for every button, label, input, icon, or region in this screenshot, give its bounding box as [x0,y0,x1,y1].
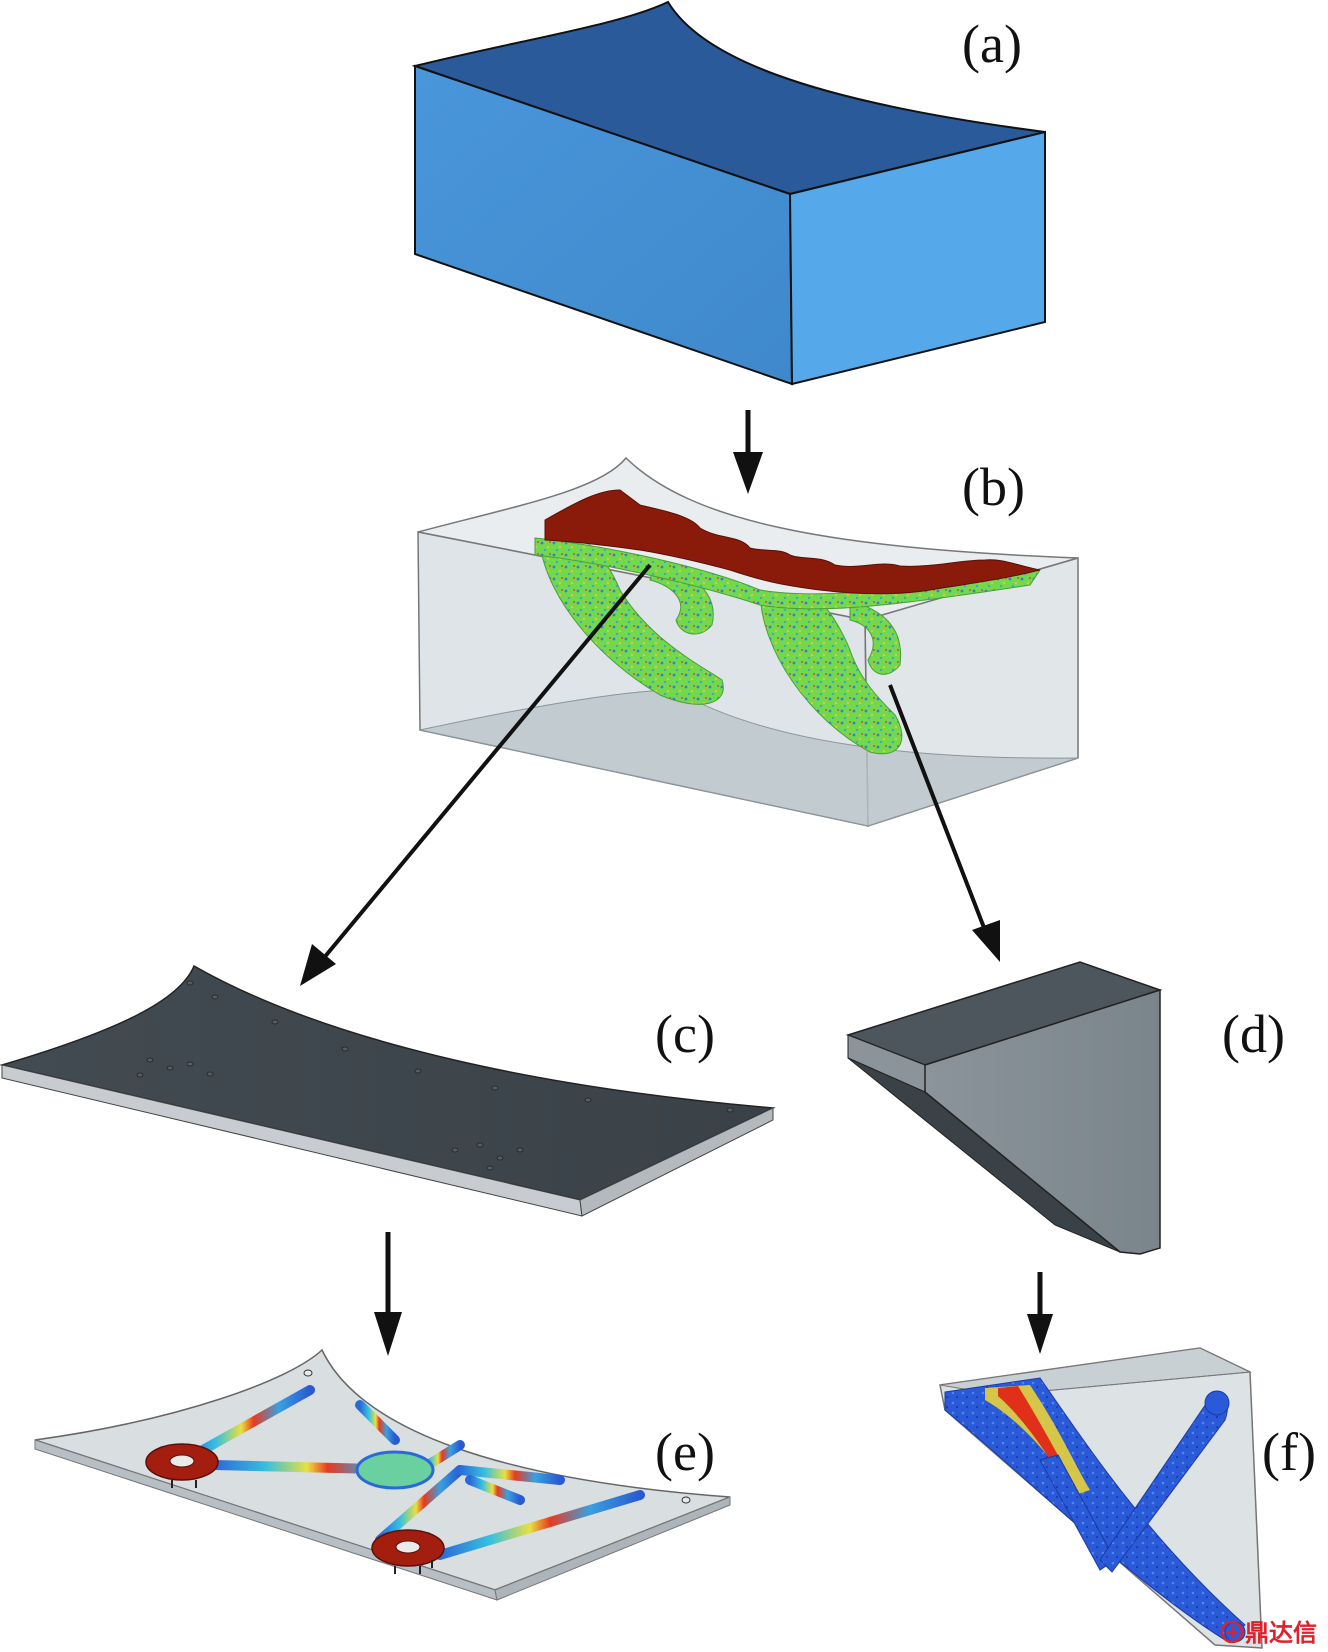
label-c: (c) [655,1004,715,1064]
plate-e-corner-holes [303,1369,691,1504]
topology-leg-left [539,544,724,705]
block-a-top-face [411,0,1046,196]
label-e: (e) [655,1422,715,1482]
watermark: 鼎达信 [1220,1619,1317,1647]
plate-e [34,1348,731,1601]
plate-c [0,964,776,1217]
plate-c-side-edge [579,1107,774,1217]
arrow-icon [1027,1314,1053,1354]
arrow-icon [374,1312,402,1356]
wedge-f-inner-edge-2 [1249,1371,1263,1649]
label-a: (a) [962,14,1022,74]
watermark-text: 鼎达信 [1245,1619,1317,1647]
topology-fin-right [849,599,902,675]
label-b: (b) [962,457,1025,517]
wedge-d [845,961,1163,1255]
arrow-icon [316,563,652,967]
plate-e-pins [171,1480,433,1574]
wedge-f [939,1347,1263,1649]
plate-e-side-edge [494,1496,731,1601]
arrow-icon [972,920,1000,962]
topology-leg-right [759,589,903,755]
plate-c-top-face [0,964,776,1201]
arrow-icon [300,944,336,986]
logo-icon [1220,1620,1244,1644]
arrow-icon [888,684,990,939]
plate-c-holes [136,980,734,1171]
plate-e-disc-right-hole [395,1540,421,1554]
label-d: (d) [1222,1004,1285,1064]
topology-red-top [544,489,1041,595]
logo-icon-mark [1226,1626,1238,1638]
arrow-icon [733,452,763,494]
wedge-f-arm-end [1204,1390,1230,1416]
plate-e-center-node [355,1450,435,1490]
label-f: (f) [1262,1422,1316,1482]
block-a [411,0,1046,386]
plate-e-disc-left-hole [169,1454,195,1468]
block-a-side-face [788,130,1046,386]
wedge-d-side-face [924,988,1161,1255]
